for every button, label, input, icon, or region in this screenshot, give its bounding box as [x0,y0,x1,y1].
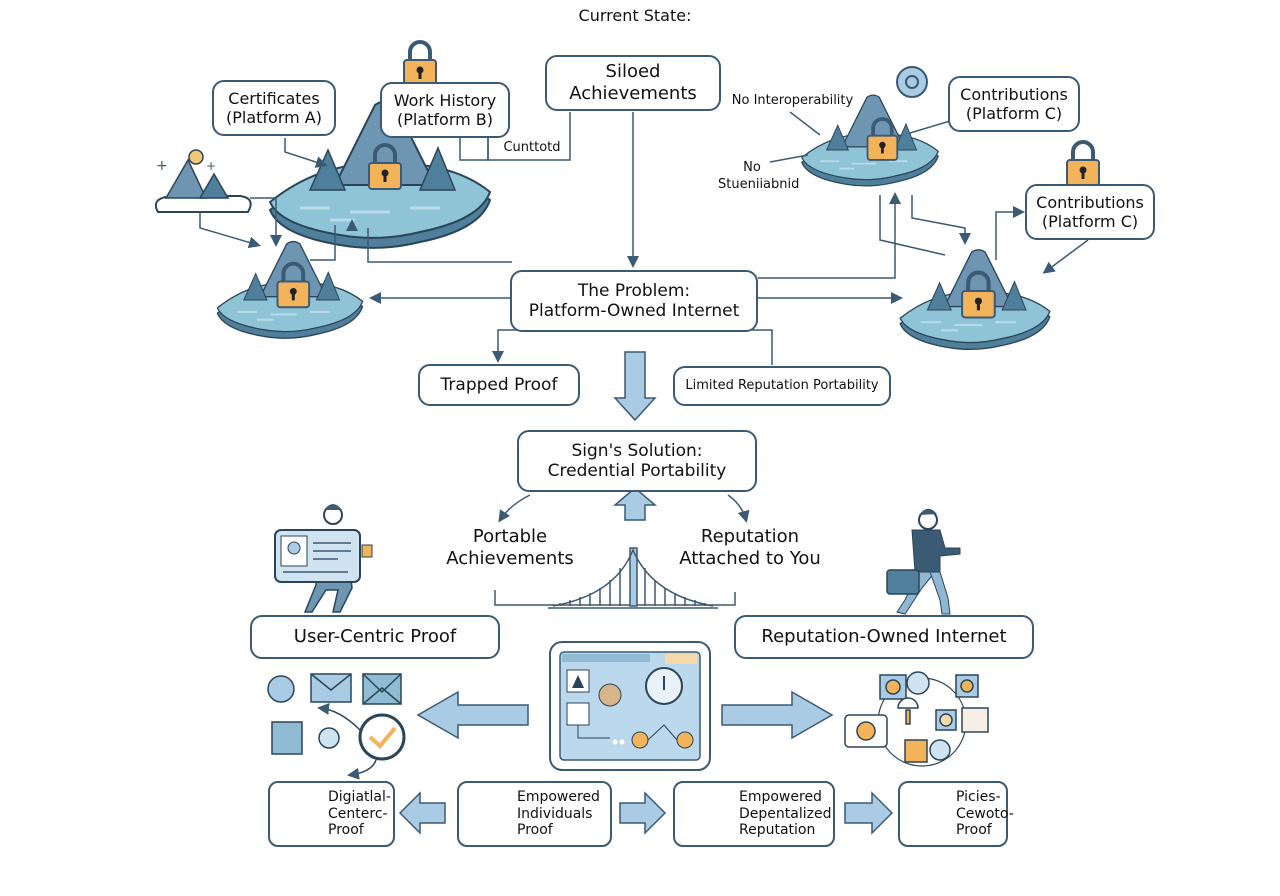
svg-text:+: + [156,158,168,174]
person-with-id-card-icon [274,504,373,613]
bridge-icon [548,547,718,609]
left-arrow-main [416,690,529,740]
right-arrow-bottom-2 [844,791,894,835]
siloed-achievements-title: Siloed Achievements [569,61,697,104]
bottom-card-3: Empowered Depentalized Reputation [673,781,835,847]
cloud-mountain-icon: + + [154,149,252,213]
island-platform-c-bottom [899,248,1051,351]
island-platform-c-top [800,94,940,187]
bottom-card-2: Empowered Individuals Proof [457,781,612,847]
left-arrow-bottom [398,791,446,835]
current-state-label: Current State: [578,6,692,25]
bottom-card-1: Digiatlal- Centerc- Proof [268,781,395,847]
solution-title: Sign's Solution: Credential Portability [547,440,727,481]
down-arrow [613,351,657,422]
limited-reputation-label: Limited Reputation Portability [685,378,879,394]
annotation-no: No [743,160,761,175]
problem-title: The Problem: Platform-Owned Internet [528,280,740,321]
work-history-label: Work History (Platform B) [393,90,497,129]
bottom-card-2-text: Empowered Individuals Proof [517,788,600,839]
annotation-controlled: Cunttotd [503,140,561,155]
reputation-owned-label: Reputation-Owned Internet [761,626,1007,648]
solution-box: Sign's Solution: Credential Portability [517,430,757,492]
central-tablet-illustration [549,641,711,771]
svg-text:+: + [206,159,216,173]
reputation-owned-box: Reputation-Owned Internet [734,615,1034,659]
problem-box: The Problem: Platform-Owned Internet [510,270,758,332]
certificates-box: Certificates (Platform A) [212,80,336,136]
bottom-card-4-text: Picies- Cewoto- Proof [956,788,1014,839]
annotation-standard: Stueniiabnid [718,177,800,192]
contributions-box-2: Contributions (Platform C) [1025,184,1155,240]
portable-achievements-label: Portable Achievements [446,526,574,569]
user-centric-icon-cluster [267,673,406,780]
annotation-no-interoperability: No Interoperability [731,93,854,108]
bottom-card-3-text: Empowered Depentalized Reputation [739,788,832,839]
limited-reputation-box: Limited Reputation Portability [673,366,891,406]
up-arrow [612,487,658,521]
target-bubble-icon [896,66,928,98]
user-centric-proof-box: User-Centric Proof [250,615,500,659]
right-arrow-bottom-1 [619,791,667,835]
work-history-box: Work History (Platform B) [380,82,510,138]
trapped-proof-label: Trapped Proof [440,374,558,395]
trapped-proof-box: Trapped Proof [418,364,580,406]
siloed-achievements-box: Siloed Achievements [545,55,721,111]
contributions-label-2: Contributions (Platform C) [1036,192,1144,231]
bottom-card-1-text: Digiatlal- Centerc- Proof [328,788,391,839]
island-platform-a [216,240,364,340]
businessman-walking-icon [886,508,961,615]
lock-icon-work-history [402,40,438,88]
reputation-attached-label: Reputation Attached to You [679,526,821,569]
reputation-icon-cluster [844,671,989,767]
certificates-label: Certificates (Platform A) [226,88,322,127]
right-arrow-main [721,690,834,740]
contributions-label-1: Contributions (Platform C) [960,84,1068,123]
bottom-card-4: Picies- Cewoto- Proof [898,781,1014,847]
lock-icon-contributions [1065,140,1101,188]
user-centric-proof-label: User-Centric Proof [293,626,457,648]
contributions-box-1: Contributions (Platform C) [948,76,1080,132]
